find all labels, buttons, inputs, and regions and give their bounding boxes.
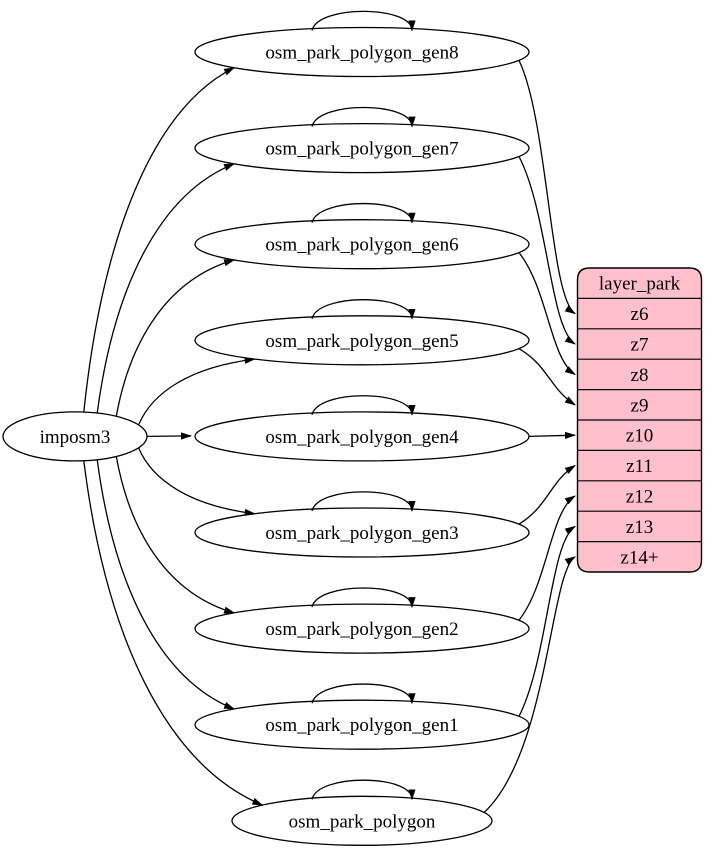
edges-layer: [83, 60, 576, 813]
layer-park-row-z11: z11: [626, 456, 653, 477]
self-loop-osm-park-polygon-gen1: [311, 683, 416, 705]
self-loops-layer: [311, 10, 416, 801]
edge-osm-park-polygon-gen2-to-z12: [518, 495, 576, 621]
node-label-osm-park-polygon-gen5: osm_park_polygon_gen5: [265, 331, 458, 352]
edge-imposm3-to-osm-park-polygon-gen6: [115, 259, 236, 417]
self-loop-osm-park-polygon-gen6: [311, 203, 416, 224]
self-loop-osm-park-polygon-gen8: [311, 10, 416, 32]
edge-imposm3-to-osm-park-polygon-gen8: [83, 67, 235, 413]
self-loop-osm-park-polygon-gen2: [311, 587, 416, 609]
layer-park-header: layer_park: [599, 274, 681, 295]
layer-park-row-z14+: z14+: [620, 547, 658, 568]
nodes-layer: [2, 26, 530, 846]
node-osm-park-polygon-gen1: [194, 699, 530, 750]
node-osm-park-polygon-gen4: [194, 411, 530, 462]
node-osm-park-polygon-gen5: [194, 315, 530, 366]
edge-osm-park-polygon-gen1-to-z13: [518, 525, 576, 717]
node-label-osm-park-polygon-gen7: osm_park_polygon_gen7: [265, 139, 458, 160]
layer-park-table: [576, 267, 703, 573]
edge-imposm3-to-osm-park-polygon: [83, 460, 264, 806]
node-osm-park-polygon-gen8: [194, 26, 530, 78]
layer-park-row-z6: z6: [631, 304, 649, 325]
node-label-osm-park-polygon: osm_park_polygon: [289, 811, 436, 832]
layer-park-row-z8: z8: [631, 365, 649, 386]
node-osm-park-polygon-gen6: [194, 219, 530, 270]
edge-imposm3-to-osm-park-polygon-gen5: [138, 356, 256, 426]
node-label-osm-park-polygon-gen1: osm_park_polygon_gen1: [265, 715, 458, 736]
edge-osm-park-polygon-gen6-to-z8: [518, 252, 576, 375]
self-loop-osm-park-polygon-gen7: [311, 106, 416, 128]
edge-osm-park-polygon-gen8-to-z6: [518, 60, 576, 315]
node-osm-park-polygon-gen2: [194, 603, 530, 654]
edge-osm-park-polygon-to-z14+: [483, 556, 576, 813]
edge-imposm3-to-osm-park-polygon-gen2: [115, 456, 236, 614]
node-osm-park-polygon-gen7: [194, 122, 530, 174]
edge-osm-park-polygon-gen5-to-z9: [518, 348, 576, 406]
node-label-osm-park-polygon-gen3: osm_park_polygon_gen3: [265, 523, 458, 544]
node-imposm3: [2, 411, 148, 462]
layer-park-row-z12: z12: [626, 487, 653, 508]
layer-park-row-z9: z9: [631, 395, 649, 416]
edge-osm-park-polygon-gen4-to-z10: [528, 431, 576, 440]
edge-imposm3-to-osm-park-polygon-gen1: [96, 459, 236, 710]
node-osm-park-polygon-gen3: [194, 507, 530, 558]
edge-imposm3-to-osm-park-polygon-gen7: [96, 163, 236, 414]
self-loop-osm-park-polygon-gen5: [311, 299, 416, 320]
edge-osm-park-polygon-gen3-to-z11: [518, 465, 576, 525]
node-label-osm-park-polygon-gen2: osm_park_polygon_gen2: [265, 619, 458, 640]
node-label-osm-park-polygon-gen8: osm_park_polygon_gen8: [265, 43, 458, 64]
edge-imposm3-to-osm-park-polygon-gen4: [146, 432, 192, 440]
self-loop-osm-park-polygon: [311, 779, 416, 801]
labels-layer: imposm3 osm_park_polygon_gen8 osm_park_pol…: [40, 43, 681, 833]
edge-osm-park-polygon-gen7-to-z7: [518, 156, 576, 345]
self-loop-osm-park-polygon-gen4: [311, 395, 416, 416]
edge-imposm3-to-osm-park-polygon-gen3: [138, 447, 256, 517]
node-label-imposm3: imposm3: [40, 427, 111, 448]
node-label-osm-park-polygon-gen4: osm_park_polygon_gen4: [265, 427, 459, 448]
node-osm-park-polygon: [231, 795, 493, 846]
layer-park-row-z13: z13: [626, 517, 653, 538]
node-label-osm-park-polygon-gen6: osm_park_polygon_gen6: [265, 235, 458, 256]
layer-park-row-z10: z10: [626, 426, 653, 447]
layer-park-row-z7: z7: [631, 335, 649, 356]
self-loop-osm-park-polygon-gen3: [311, 491, 416, 512]
